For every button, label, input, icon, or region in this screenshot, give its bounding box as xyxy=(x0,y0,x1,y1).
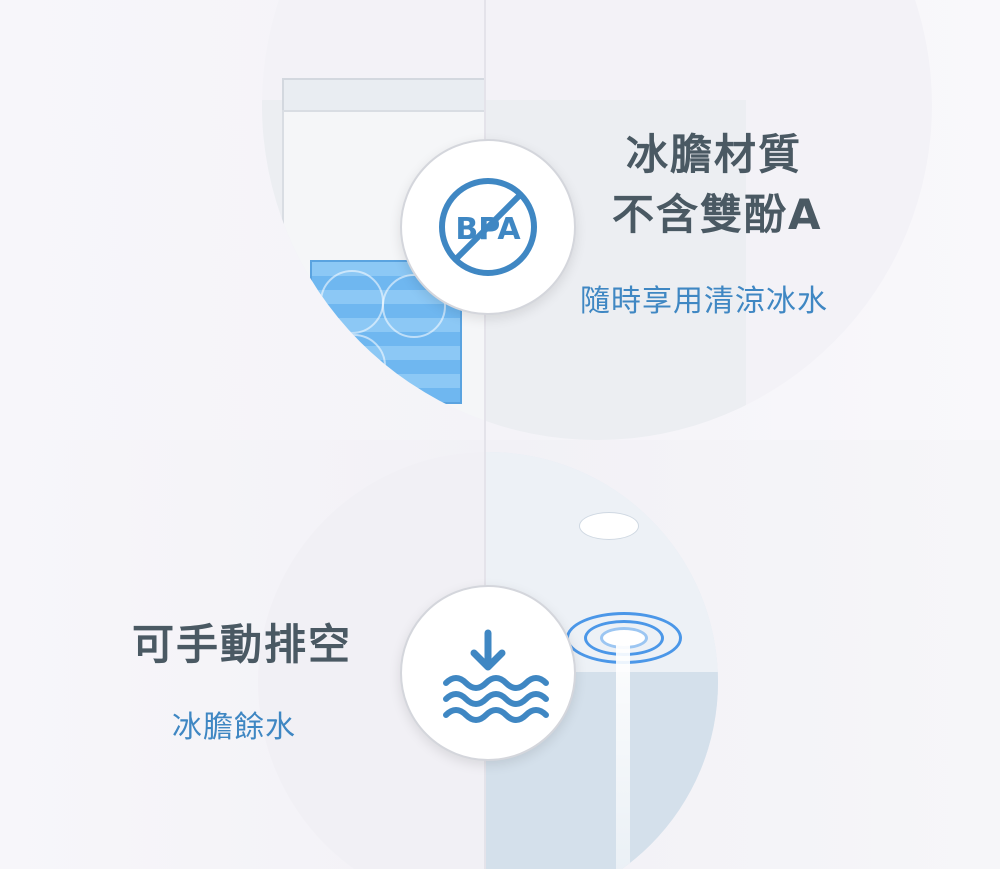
bpa-badge-text: BPA xyxy=(455,212,521,247)
drain-water-icon xyxy=(443,629,549,723)
drain-photo-circle xyxy=(258,452,718,869)
water-stream xyxy=(616,634,630,869)
ice-block xyxy=(310,260,462,404)
bpa-title-line1: 冰膽材質 xyxy=(626,130,803,179)
wave-icon xyxy=(443,675,549,691)
drain-subtitle: 冰膽餘水 xyxy=(172,710,296,745)
bpa-title-line2: 不含雙酚A xyxy=(612,190,823,239)
ice-swirl xyxy=(322,334,386,398)
drain-badge xyxy=(400,585,576,761)
bpa-subtitle: 隨時享用清涼冰水 xyxy=(580,284,828,319)
ice-swirl xyxy=(320,270,384,334)
no-bpa-icon: BPA xyxy=(439,178,537,276)
drain-hole xyxy=(579,512,639,540)
bpa-badge: BPA xyxy=(400,139,576,315)
drain-outlet-photo xyxy=(484,452,718,869)
bpa-free-panel xyxy=(0,0,1000,440)
drain-title: 可手動排空 xyxy=(132,620,353,669)
manual-drain-panel xyxy=(0,440,1000,869)
ice-tank-photo xyxy=(262,78,746,440)
tank-photo-circle xyxy=(262,0,932,440)
